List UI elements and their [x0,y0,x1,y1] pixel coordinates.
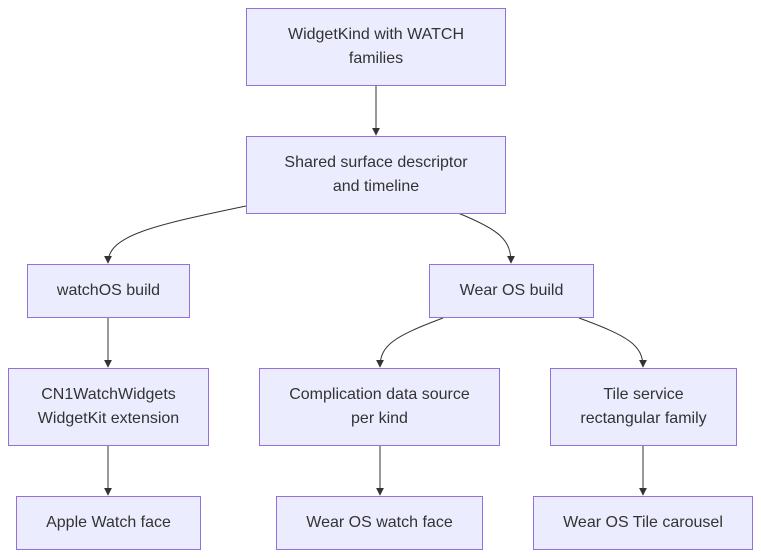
node-apple-face-label: Apple Watch face [46,514,171,531]
edge-shared-to-watchos-build [104,205,247,264]
node-cn1-line2: WidgetKit extension [37,410,180,427]
node-apple-watch-face: Apple Watch face [16,496,201,550]
node-wear-os-tile-carousel: Wear OS Tile carousel [533,496,753,550]
node-cn1watchwidgets: CN1WatchWidgets WidgetKit extension [8,368,209,446]
node-complication-line2: per kind [351,410,408,427]
node-watchos-build-label: watchOS build [56,282,161,299]
node-wear-os-watch-face: Wear OS watch face [276,496,483,550]
node-wear-tile-label: Wear OS Tile carousel [563,514,723,531]
node-widgetkind-with-watch-families: WidgetKind with WATCH families [246,8,506,86]
node-wearos-build: Wear OS build [429,264,594,318]
node-watchos-build: watchOS build [27,264,190,318]
node-widgetkind-line1: WidgetKind with WATCH [287,26,465,43]
node-widgetkind-line2: families [348,50,404,67]
node-tile-service: Tile service rectangular family [550,368,737,446]
node-tile-service-line1: Tile service [603,386,684,403]
node-complication-data-source: Complication data source per kind [259,368,500,446]
node-cn1-line1: CN1WatchWidgets [41,386,176,403]
edge-wearos-build-to-complication [376,317,444,368]
node-wear-face-label: Wear OS watch face [306,514,453,531]
node-shared-line1: Shared surface descriptor [284,154,468,171]
node-tile-service-line2: rectangular family [580,410,707,427]
node-complication-line1: Complication data source [289,386,470,403]
edge-wearos-build-to-tile-service [578,317,647,368]
node-shared-surface-descriptor: Shared surface descriptor and timeline [246,136,506,214]
node-shared-line2: and timeline [332,178,420,195]
edge-shared-to-wearos-build [457,212,515,264]
node-wearos-build-label: Wear OS build [459,282,564,299]
